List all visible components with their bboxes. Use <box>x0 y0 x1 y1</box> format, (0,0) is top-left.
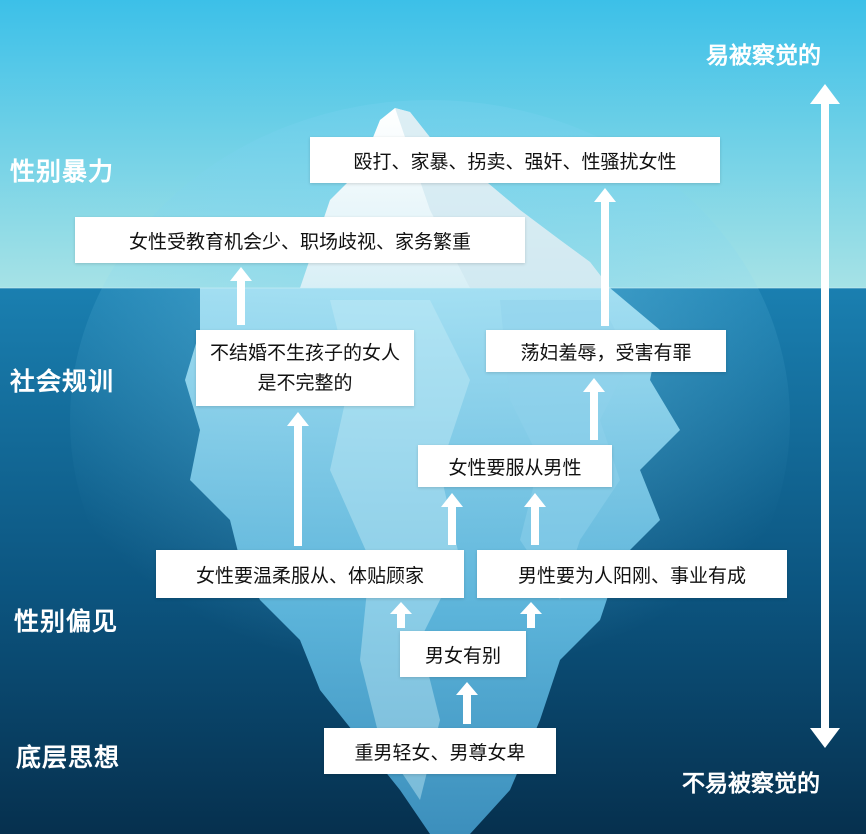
layer-label-prejudice: 性别偏见 <box>14 602 118 638</box>
arrow-distinction-to-masculine-men <box>520 602 542 628</box>
arrow-masculine-men-to-obey-men <box>524 493 546 545</box>
box-gender-distinction: 男女有别 <box>400 631 526 677</box>
layer-label-discipline: 社会规训 <box>10 362 114 398</box>
arrow-obey-men-to-victim-blaming <box>583 378 605 440</box>
arrow-gentle-women-to-incomplete <box>287 412 309 546</box>
arrow-incomplete-to-discrimination <box>230 267 252 325</box>
box-victim-blaming: 荡妇羞辱，受害有罪 <box>486 330 726 372</box>
box-gentle-women: 女性要温柔服从、体贴顾家 <box>156 550 464 598</box>
box-violence-acts: 殴打、家暴、拐卖、强奸、性骚扰女性 <box>310 137 720 183</box>
layer-label-violence: 性别暴力 <box>10 152 114 188</box>
arrow-distinction-to-gentle-women <box>390 602 412 628</box>
arrow-patriarchy-to-distinction <box>456 682 478 724</box>
box-masculine-men: 男性要为人阳刚、事业有成 <box>477 550 787 598</box>
arrow-gentle-women-to-obey-men <box>441 493 463 545</box>
box-patriarchy: 重男轻女、男尊女卑 <box>324 728 556 774</box>
arrow-victim-blaming-to-violence <box>594 188 616 326</box>
box-discrimination: 女性受教育机会少、职场歧视、家务繁重 <box>75 217 525 263</box>
visibility-top-label: 易被察觉的 <box>706 36 821 70</box>
box-incomplete-woman: 不结婚不生孩子的女人是不完整的 <box>196 330 414 406</box>
visibility-bottom-label: 不易被察觉的 <box>682 764 820 798</box>
layer-label-underlying: 底层思想 <box>16 738 120 774</box>
box-obey-men: 女性要服从男性 <box>418 445 612 487</box>
